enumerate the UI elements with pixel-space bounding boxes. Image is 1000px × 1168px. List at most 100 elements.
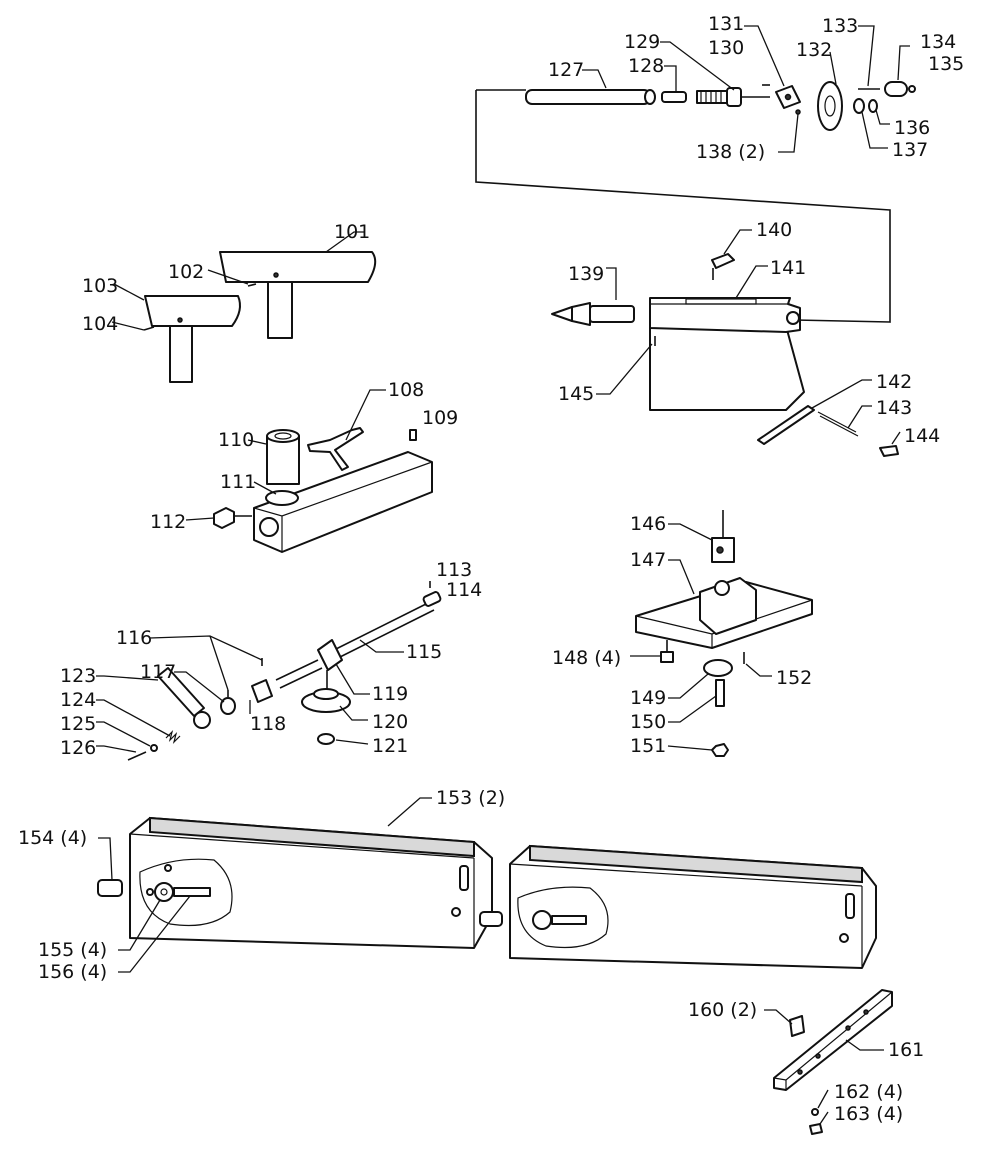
connector-hole-3 [845, 1025, 851, 1031]
sleeve-146-hole [716, 546, 724, 554]
label-108: 108 [388, 379, 424, 401]
bed-hole-b [164, 864, 172, 872]
leader-149 [668, 673, 709, 699]
label-136: 136 [894, 117, 930, 139]
washer-111 [265, 490, 299, 506]
leader-143 [847, 405, 872, 429]
bolt-112 [213, 507, 235, 529]
tool-rest-103-hole [177, 317, 183, 323]
part-labels: 127 128 129 130 131 132 133 134 135 136 … [18, 13, 964, 1125]
leader-129 [660, 41, 735, 91]
clamp-pad-hub [313, 688, 339, 700]
label-135: 135 [928, 53, 964, 75]
label-144: 144 [904, 425, 940, 447]
label-121: 121 [372, 735, 408, 757]
stud-150 [715, 679, 725, 707]
leader-126 [96, 745, 137, 753]
sleeve-118 [251, 679, 273, 703]
leader-116 [149, 635, 263, 661]
label-111: 111 [220, 471, 256, 493]
bracket-boss [699, 577, 757, 635]
label-112: 112 [150, 511, 186, 533]
label-114: 114 [446, 579, 482, 601]
tailstock-slot [685, 298, 757, 305]
label-154: 154 (4) [18, 827, 87, 849]
label-137: 137 [892, 139, 928, 161]
tool-rest-101-hole [273, 272, 279, 278]
knob-134 [884, 81, 908, 97]
label-126: 126 [60, 737, 96, 759]
washer-155-hole [160, 888, 168, 896]
bed-connector-assembly [773, 989, 893, 1135]
leader-133 [858, 25, 875, 87]
label-125: 125 [60, 713, 96, 735]
bed-slot-left [459, 865, 469, 891]
leader-102 [207, 269, 249, 285]
set-screw-109 [409, 429, 417, 441]
label-133: 133 [822, 15, 858, 37]
tool-rest-101-post [267, 281, 293, 339]
handwheel-132 [817, 81, 843, 131]
cap-135 [908, 85, 916, 93]
washer-155-right [532, 910, 552, 930]
label-150: 150 [630, 711, 666, 733]
leader-110 [247, 439, 267, 445]
banjo-body [253, 451, 433, 553]
washer-162 [811, 1108, 819, 1116]
label-101: 101 [334, 221, 370, 243]
label-118: 118 [250, 713, 286, 735]
leader-140 [723, 229, 752, 255]
leader-163 [819, 1111, 829, 1125]
tailstock-body-141 [649, 297, 801, 333]
leader-124 [96, 699, 171, 737]
tool-rests [143, 251, 377, 383]
leader-134 [897, 45, 910, 81]
leader-153 [387, 797, 432, 827]
sleeve-bore [274, 432, 292, 440]
nut-151 [711, 743, 729, 757]
quill-end [644, 89, 656, 105]
pin-143 [817, 411, 859, 437]
pin-142 [757, 405, 815, 445]
sleeve-top [266, 429, 300, 443]
banjo-assembly [213, 427, 433, 553]
leader-155 [118, 899, 161, 951]
leader-156 [118, 895, 191, 973]
handwheel-hub [824, 95, 836, 117]
key-128 [661, 91, 687, 103]
bed-hole-a [146, 888, 154, 896]
leader-162 [817, 1089, 829, 1109]
label-103: 103 [82, 275, 118, 297]
leader-125 [96, 721, 151, 747]
label-153: 153 (2) [436, 787, 505, 809]
bed-hole-right [839, 933, 849, 943]
screw-thread [700, 91, 722, 103]
leader-142 [811, 379, 872, 409]
label-140: 140 [756, 219, 792, 241]
handle-123 [157, 667, 205, 717]
foot-154-b [479, 911, 503, 927]
leader-146 [668, 523, 713, 541]
label-132: 132 [796, 39, 832, 61]
bracket-plate-edges [635, 599, 813, 648]
nut-121 [317, 733, 335, 745]
tailstock-base [649, 325, 805, 411]
label-138: 138 (2) [696, 141, 765, 163]
quill-assembly [475, 81, 916, 323]
label-152: 152 [776, 667, 812, 689]
washer-155 [154, 882, 174, 902]
shaft-115-left [275, 659, 319, 681]
set-screw-160 [789, 1015, 805, 1037]
collar-117 [220, 697, 236, 715]
clamp-block-119 [317, 639, 343, 671]
bed-hole-left [451, 907, 461, 917]
leader-116b [209, 635, 229, 691]
label-116: 116 [116, 627, 152, 649]
label-127: 127 [548, 59, 584, 81]
label-119: 119 [372, 683, 408, 705]
nut-137 [853, 98, 865, 114]
assembly-outline-box [475, 90, 891, 323]
label-163: 163 (4) [834, 1103, 903, 1125]
leader-154 [98, 837, 113, 881]
bed-cutaway-left [139, 858, 233, 927]
